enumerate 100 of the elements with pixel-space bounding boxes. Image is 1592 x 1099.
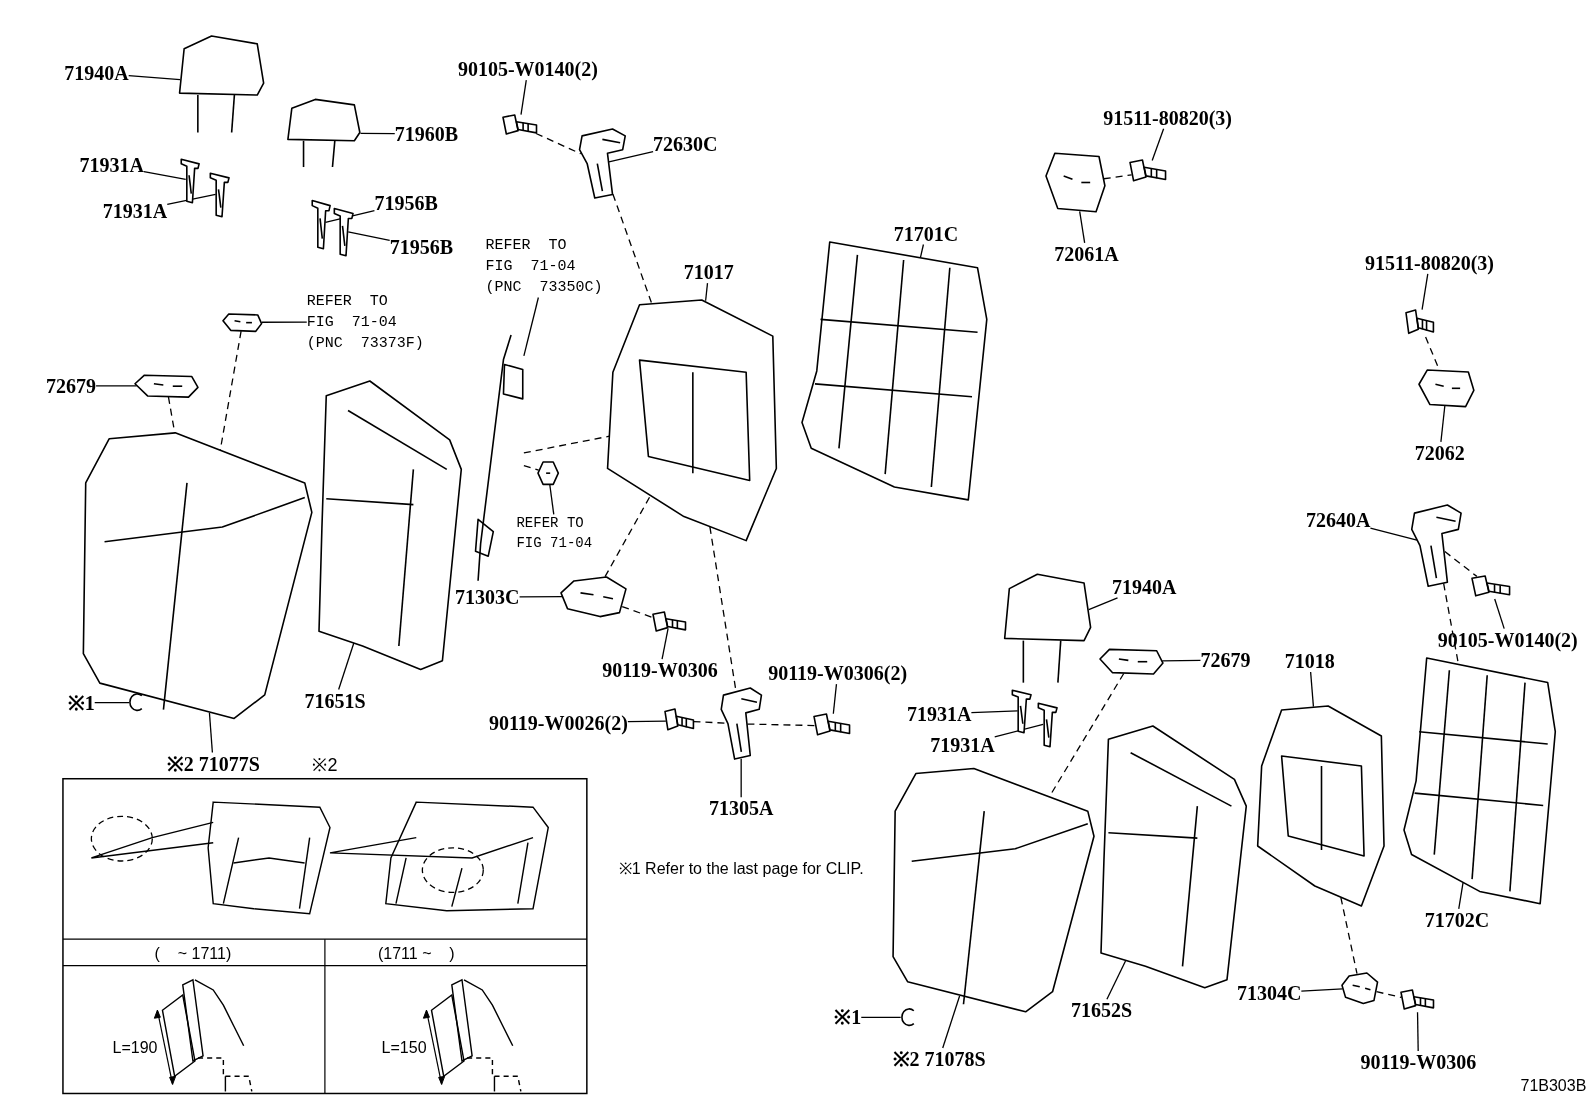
bolt-drawing — [1130, 160, 1166, 185]
part-number: 71652S — [1071, 999, 1133, 1022]
part-number: 71931A — [102, 200, 168, 223]
leader-line — [261, 321, 308, 323]
leader-line — [166, 193, 217, 206]
leader-line — [942, 995, 961, 1049]
leader-line — [1106, 960, 1127, 1000]
clip-plate-drawing — [1099, 647, 1163, 676]
part-number: 72061A — [1054, 242, 1119, 265]
bolt-drawing — [502, 114, 537, 138]
length-dimension: L=150 — [381, 1038, 427, 1057]
part-number: 90119-W0306 — [1360, 1051, 1477, 1073]
leader-line — [1440, 405, 1446, 443]
part-number: 71701C — [893, 222, 959, 245]
leader-line — [1151, 128, 1165, 162]
reference-note: REFER TO FIG 71-04 — [516, 514, 597, 554]
leader-line — [1079, 210, 1086, 244]
leader-line — [1458, 882, 1464, 910]
bracket-drawing — [576, 128, 628, 198]
guide-pin-drawing — [178, 157, 201, 204]
part-number: 90105-W0140(2) — [457, 58, 598, 81]
part-number: 71931A — [930, 734, 995, 757]
length-dimension: L=190 — [112, 1038, 158, 1057]
dashed-assembly-line — [746, 723, 816, 727]
part-number: 91511-80820(3) — [1365, 251, 1494, 274]
clip-plate-drawing — [1419, 367, 1475, 409]
leader-line — [520, 79, 527, 116]
leader-line — [1161, 659, 1202, 662]
part-number: 90119-W0026(2) — [488, 711, 628, 734]
clip-drawing — [899, 1008, 916, 1027]
dashed-assembly-line — [1375, 991, 1403, 999]
clip-drawing — [127, 693, 145, 712]
part-number: 72062 — [1414, 441, 1465, 464]
leader-line — [143, 170, 187, 181]
leader-line — [549, 483, 555, 516]
dashed-assembly-line — [621, 605, 654, 619]
leader-line — [627, 720, 667, 723]
production-range: ( ~ 1711) — [154, 945, 232, 964]
guide-pin-drawing — [309, 198, 332, 249]
part-number: 72679 — [46, 374, 97, 397]
leader-line — [608, 151, 654, 163]
dashed-assembly-line — [523, 465, 540, 471]
part-number: 71940A — [64, 62, 129, 85]
part-number: ※2 71077S — [166, 752, 260, 775]
leader-line — [208, 712, 214, 754]
bolt-drawing — [1401, 989, 1434, 1013]
leader-line — [1309, 671, 1315, 708]
part-number: 71018 — [1284, 649, 1335, 672]
part-number: 72640A — [1305, 508, 1371, 531]
part-number: 71017 — [683, 261, 734, 284]
back-panel-drawing — [1404, 657, 1556, 904]
bolt-drawing — [814, 713, 850, 739]
bolt-drawing — [652, 612, 686, 635]
leader-line — [94, 701, 130, 704]
leader-line — [1494, 598, 1505, 630]
leader-line — [740, 758, 742, 798]
back-panel-drawing — [802, 241, 987, 500]
part-number: 71304C — [1236, 981, 1302, 1004]
guide-pin-drawing — [1035, 700, 1059, 747]
guide-pin-drawing — [1010, 688, 1034, 734]
leader-line — [1421, 273, 1429, 311]
leader-line — [359, 132, 396, 135]
clip-plate-drawing — [223, 312, 262, 332]
part-number: 71960B — [394, 123, 459, 145]
leader-line — [661, 627, 669, 660]
bracket-drawing — [1409, 504, 1465, 586]
diagram-code: 71B303B — [1520, 1077, 1587, 1096]
clip-plate-drawing — [135, 373, 198, 398]
headrest-drawing — [284, 98, 363, 168]
hinge-drawing — [1342, 972, 1378, 1004]
hinge-drawing — [561, 576, 627, 617]
part-number: 71940A — [1112, 575, 1177, 598]
part-number: ※1 — [834, 1006, 862, 1029]
part-number: 90119-W0306 — [602, 659, 718, 682]
leader-line — [832, 683, 838, 715]
leader-line — [970, 710, 1019, 714]
seat-frame-drawing — [1254, 705, 1388, 906]
part-number: 71651S — [304, 689, 366, 712]
part-number: ※2 71078S — [892, 1047, 986, 1070]
part-number: 90105-W0140(2) — [1437, 628, 1578, 651]
part-number: 72679 — [1200, 648, 1251, 671]
guide-pin-drawing — [208, 170, 232, 217]
dashed-assembly-line — [1340, 897, 1358, 975]
leader-line — [128, 74, 181, 81]
leader-line — [518, 596, 564, 598]
dashed-assembly-line — [1103, 174, 1133, 180]
part-number: 90119-W0306(2) — [768, 662, 908, 685]
leader-line — [704, 282, 709, 302]
leader-line — [860, 1016, 902, 1018]
reference-mark: ※2 — [312, 753, 338, 776]
dashed-assembly-line — [612, 193, 653, 304]
part-number: 72630C — [653, 133, 718, 156]
leader-line — [919, 243, 925, 258]
leader-line — [994, 723, 1044, 738]
leader-line — [1088, 597, 1119, 611]
nut-drawing — [538, 461, 559, 485]
leader-line — [1416, 1011, 1419, 1052]
leader-line — [347, 231, 391, 241]
leader-line — [523, 296, 540, 357]
leader-line — [338, 642, 355, 691]
